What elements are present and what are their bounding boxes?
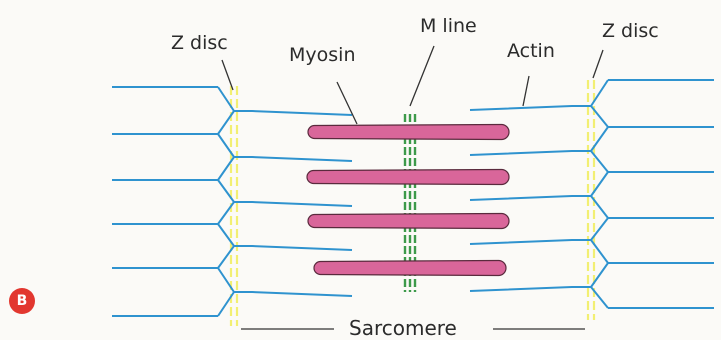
actin-right-inner-1 xyxy=(470,106,591,110)
z-disc-right-label: Z disc xyxy=(602,22,659,41)
actin-left-outer-3 xyxy=(112,157,234,202)
actin-right-inner-3 xyxy=(470,196,591,200)
actin-right-outer-1 xyxy=(591,80,714,106)
actin-left-outer-4 xyxy=(112,202,234,246)
actin-right-outer-5 xyxy=(591,240,714,287)
actin-right-inner-4 xyxy=(470,240,591,244)
myosin-filament-4 xyxy=(314,261,506,276)
actin-left-inner-5 xyxy=(234,292,352,296)
actin-label: Actin xyxy=(507,42,555,61)
leader-myosin xyxy=(337,82,357,124)
actin-left-outer-6 xyxy=(112,292,234,316)
actin-right-inner-5 xyxy=(470,287,591,291)
myosin-filament-2 xyxy=(307,170,509,185)
actin-left-inner-1 xyxy=(234,111,352,115)
leader-lines xyxy=(222,46,603,329)
leader-z-disc-right xyxy=(593,50,603,78)
actin-left-outer-2 xyxy=(112,111,234,157)
myosin-label: Myosin xyxy=(289,46,355,65)
actin-right-outer-3 xyxy=(591,151,714,196)
actin-filaments xyxy=(112,80,714,316)
actin-right-inner-2 xyxy=(470,151,591,155)
leader-actin xyxy=(523,76,529,106)
actin-right-outer-2 xyxy=(591,106,714,151)
myosin-filament-3 xyxy=(308,214,509,229)
panel-badge: B xyxy=(9,288,35,314)
actin-right-outer-6 xyxy=(591,287,714,308)
actin-right-outer-4 xyxy=(591,196,714,240)
m-line-label: M line xyxy=(420,17,477,36)
actin-left-outer-5 xyxy=(112,246,234,292)
sarcomere-label: Sarcomere xyxy=(349,318,457,338)
myosin-filament-1 xyxy=(308,125,509,140)
actin-left-outer-1 xyxy=(112,87,234,111)
actin-left-inner-4 xyxy=(234,246,352,250)
actin-left-inner-2 xyxy=(234,157,352,161)
z-disc-left-label: Z disc xyxy=(171,34,228,53)
actin-left-inner-3 xyxy=(234,202,352,206)
leader-m-line xyxy=(410,46,434,106)
leader-z-disc-left xyxy=(222,60,233,90)
